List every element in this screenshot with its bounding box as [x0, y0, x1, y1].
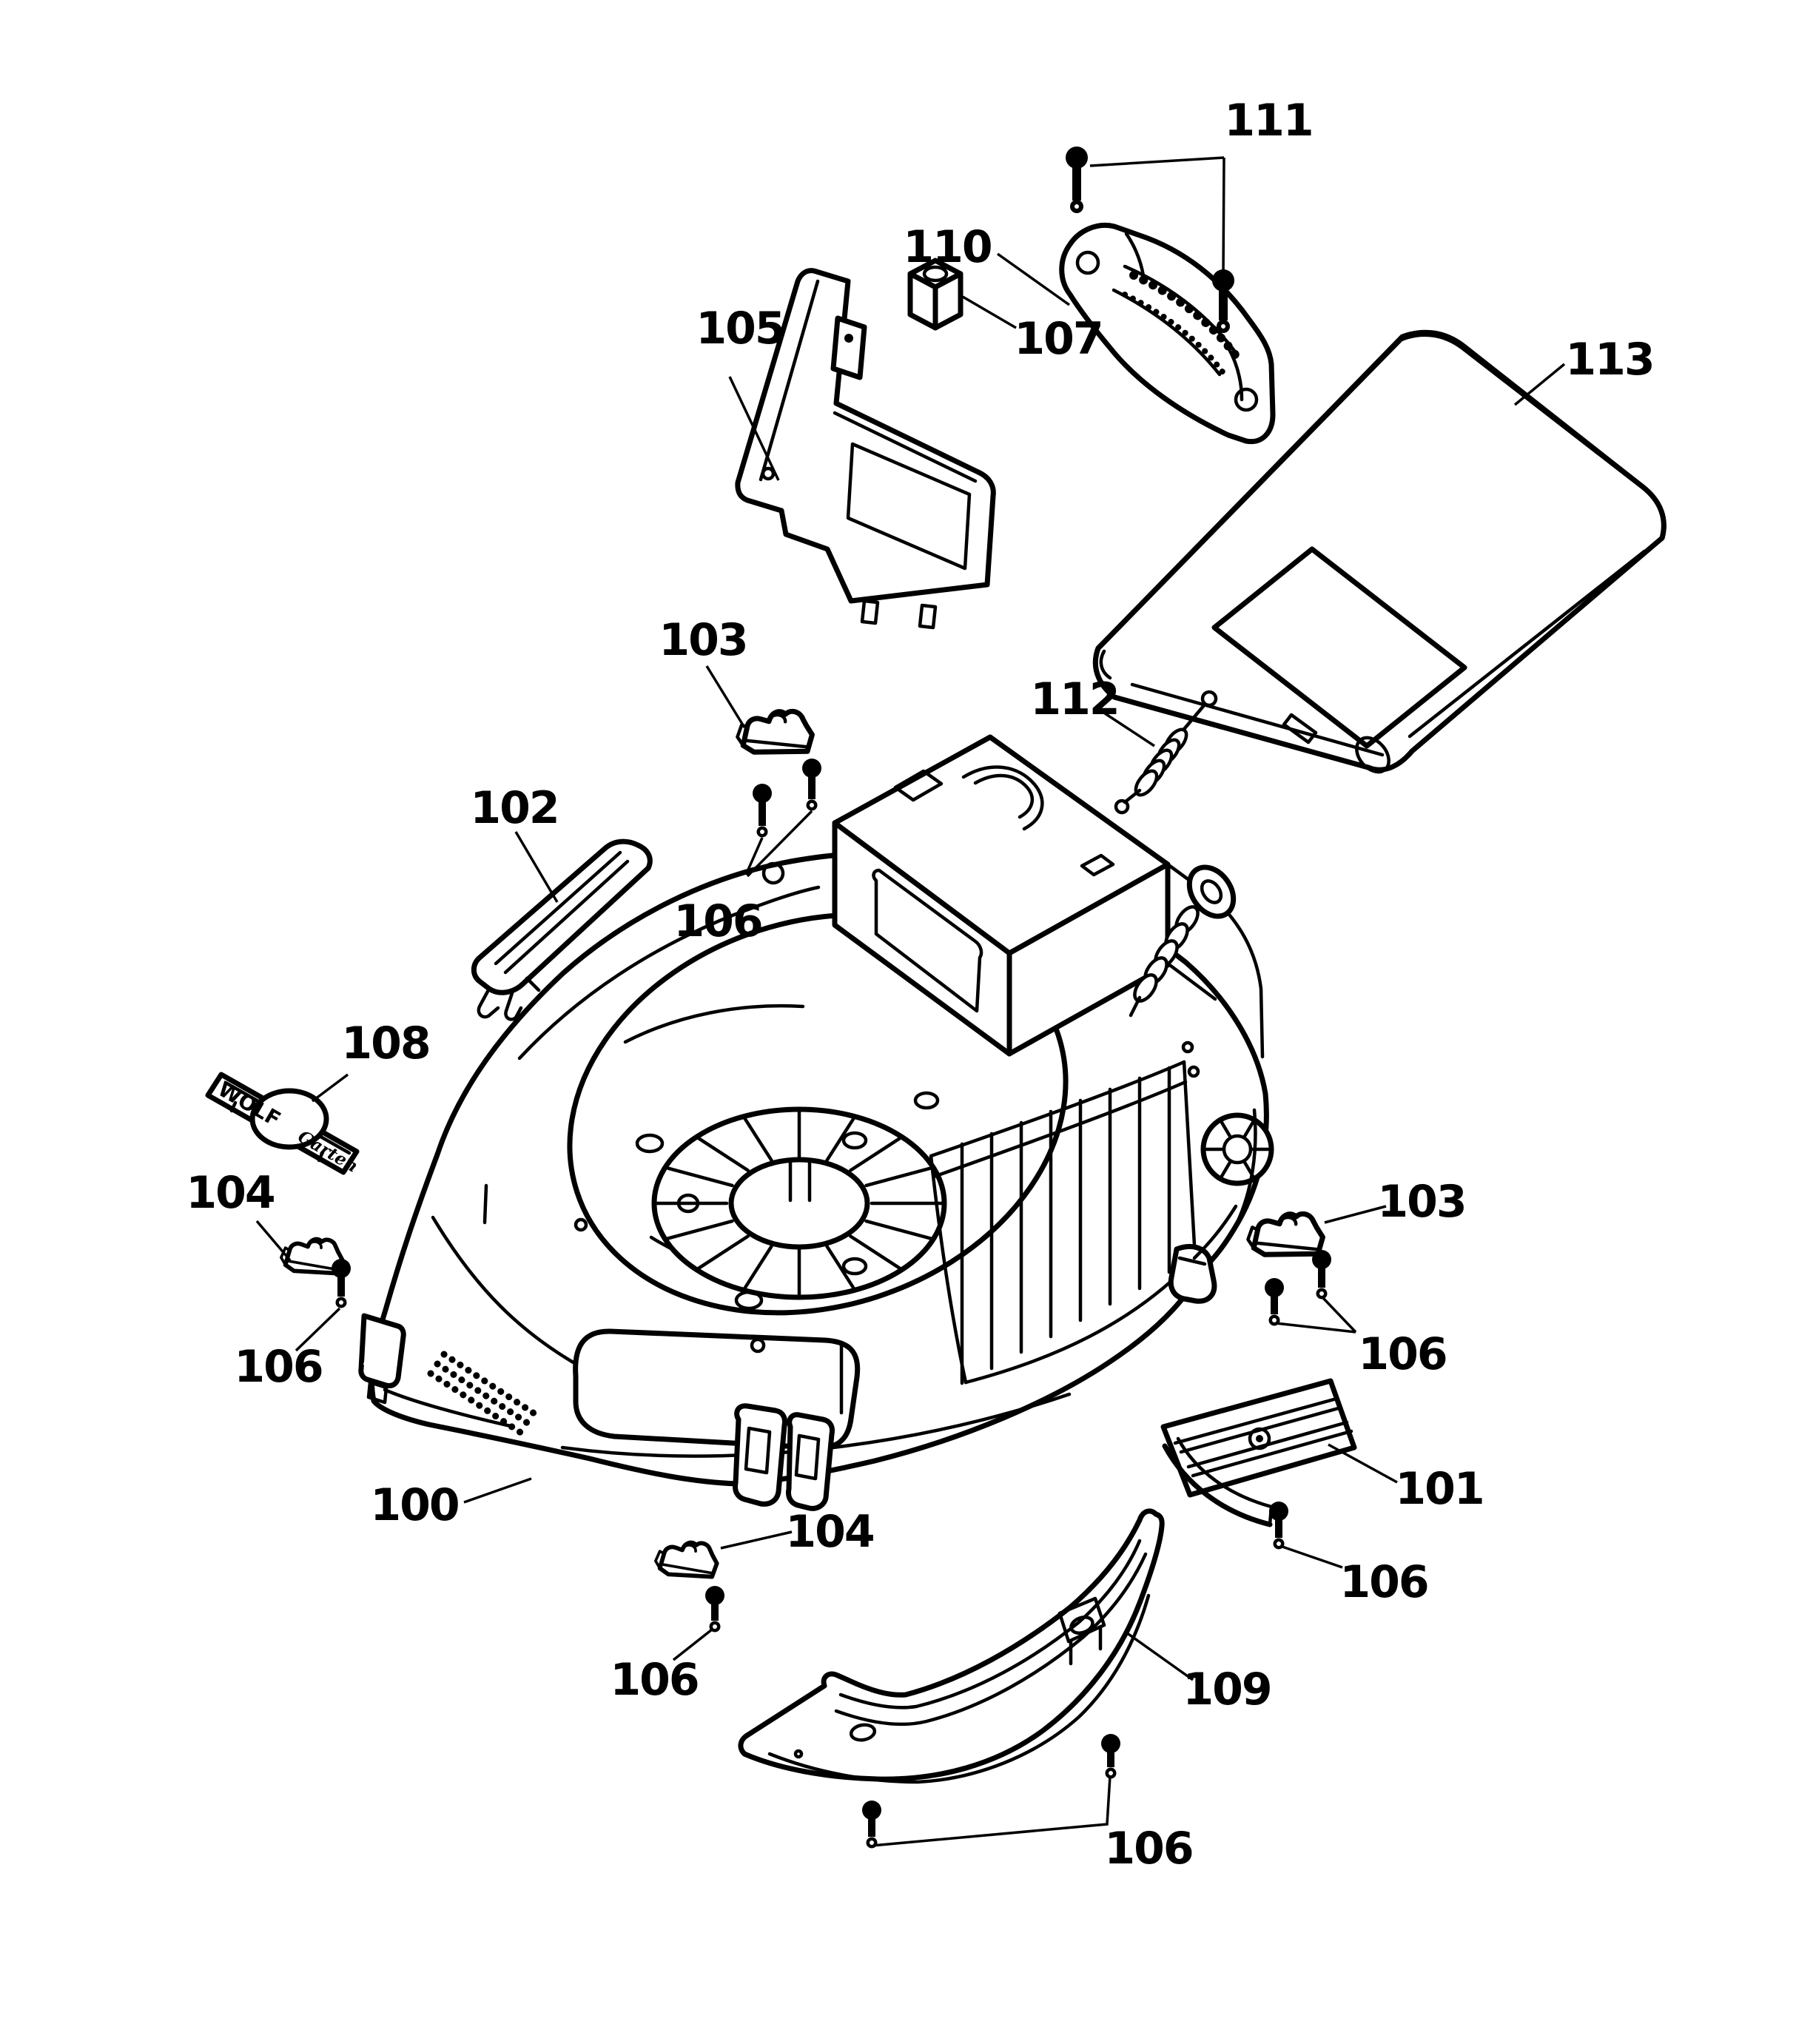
- leader-line-11: [311, 1073, 349, 1103]
- deck-motor-box: [832, 734, 1171, 1057]
- part-label-102-8: 102: [470, 782, 558, 834]
- part-101-grate: [1160, 1378, 1357, 1527]
- part-label-113-4: 113: [1565, 334, 1653, 386]
- clamp-104-bottom: [656, 1543, 717, 1577]
- leader-line-12: [255, 1220, 292, 1262]
- part-113-cover: [1092, 329, 1667, 774]
- part-label-106-20: 106: [1104, 1823, 1192, 1875]
- hub-rib: [864, 1166, 932, 1188]
- part-label-106-18: 106: [610, 1654, 698, 1706]
- screw-7: [1269, 1502, 1288, 1550]
- rack-teeth: [1129, 271, 1243, 364]
- part-109-bumper: [738, 1508, 1165, 1784]
- leader-line-9: [746, 810, 813, 878]
- leader-line-17: [1275, 1322, 1356, 1334]
- hub-rib: [696, 1137, 750, 1172]
- leader-line-21: [672, 1628, 713, 1661]
- leader-line-7: [705, 665, 746, 728]
- screw-4: [332, 1259, 351, 1308]
- part-102-trim-strip: [471, 838, 653, 1021]
- part-label-104-17: 104: [785, 1506, 873, 1558]
- hub-rib: [743, 1117, 773, 1163]
- hub-rib: [849, 1137, 902, 1172]
- hub-rib: [864, 1219, 932, 1240]
- hub-rib: [825, 1244, 855, 1290]
- part-label-100-12: 100: [370, 1479, 458, 1531]
- leader-line-10: [514, 831, 559, 903]
- part-100-deck-housing: [358, 734, 1274, 1511]
- hub-rib: [825, 1117, 855, 1163]
- deck-wheel: [1200, 1112, 1274, 1186]
- part-label-111-2: 111: [1224, 95, 1312, 147]
- leader-line-3: [1222, 157, 1225, 276]
- hub-rib: [666, 1219, 734, 1240]
- part-label-106-7: 106: [673, 895, 761, 947]
- screw-1: [1212, 269, 1234, 333]
- part-label-106-16: 106: [1339, 1556, 1427, 1608]
- leader-line-1: [996, 252, 1071, 306]
- leader-line-14: [463, 1477, 532, 1504]
- screw-8: [705, 1586, 724, 1633]
- part-label-112-5: 112: [1030, 673, 1118, 725]
- leader-line-5: [1513, 363, 1566, 406]
- screw-9: [862, 1801, 881, 1849]
- part-label-101-15: 101: [1395, 1463, 1483, 1515]
- hub-rib: [849, 1234, 902, 1270]
- screw-5: [1312, 1250, 1331, 1300]
- hub-rib: [743, 1244, 773, 1290]
- screw-6: [1265, 1278, 1284, 1326]
- part-label-103-6: 103: [659, 614, 747, 666]
- deck-coil-spring: [1129, 905, 1200, 1018]
- part-label-110-1: 110: [903, 221, 991, 273]
- screw-0: [1066, 147, 1088, 213]
- deck-front-bracket: [358, 1313, 406, 1405]
- screw-2: [753, 784, 772, 838]
- leader-line-19: [1279, 1544, 1343, 1569]
- hub-rib: [696, 1234, 750, 1270]
- part-108-badge: WOLF Garten: [205, 1072, 361, 1177]
- leader-line-4: [962, 295, 1017, 329]
- clamp-103-left: [736, 710, 813, 756]
- screw-10: [1101, 1734, 1120, 1779]
- leader-line-8: [744, 837, 764, 875]
- part-label-106-14: 106: [1358, 1328, 1446, 1380]
- deck-hole: [761, 861, 785, 885]
- leader-line-2: [1089, 156, 1225, 167]
- part-label-106-11: 106: [234, 1341, 322, 1393]
- part-label-107-3: 107: [1014, 313, 1102, 365]
- part-label-109-19: 109: [1183, 1664, 1271, 1715]
- pivot-eye: [1186, 864, 1237, 919]
- leader-line-20: [720, 1530, 793, 1550]
- hub-rib: [666, 1166, 734, 1188]
- part-label-105-0: 105: [696, 303, 784, 354]
- leader-line-6: [1102, 710, 1155, 747]
- deck-front-recess: [573, 1328, 861, 1450]
- grip-dot-pattern: [427, 1351, 542, 1439]
- part-112-tension-spring: [1114, 690, 1218, 815]
- part-107-square-nut: [907, 258, 964, 331]
- leader-line-15: [1324, 1205, 1387, 1224]
- clamp-103-right: [1246, 1212, 1324, 1259]
- part-label-108-9: 108: [341, 1018, 429, 1069]
- leader-line-0: [728, 376, 780, 481]
- deck-foot: [1168, 1244, 1217, 1304]
- leader-line-23: [871, 1775, 1112, 1847]
- screw-3: [802, 759, 821, 811]
- leader-line-16: [1322, 1297, 1357, 1334]
- deck-caster-brackets: [733, 1403, 835, 1511]
- part-label-103-13: 103: [1377, 1176, 1465, 1228]
- part-110-handle-rack: [1059, 223, 1276, 445]
- deck-slat-wall: [929, 1060, 1197, 1385]
- leader-line-18: [1328, 1443, 1398, 1484]
- cover-hinge: [1355, 736, 1390, 774]
- cover-label-area: [1211, 546, 1467, 749]
- part-105-rear-flap: [735, 268, 996, 630]
- leader-line-13: [295, 1307, 341, 1352]
- leader-line-22: [1125, 1631, 1194, 1681]
- part-label-104-10: 104: [186, 1167, 274, 1219]
